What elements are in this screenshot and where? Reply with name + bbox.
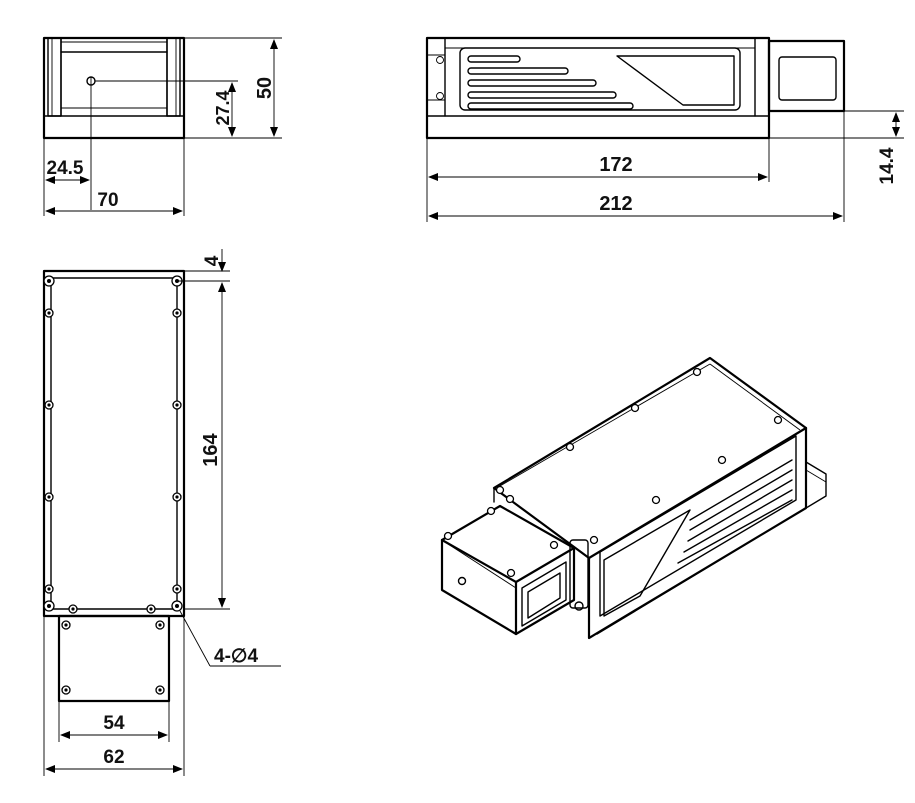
- screw-hole-icon: [44, 492, 54, 502]
- dimension-top-margin: 4: [202, 255, 223, 266]
- dimension-total-length: 212: [599, 193, 632, 215]
- top-view: [42, 269, 186, 703]
- dimension-top-length: 164: [200, 432, 222, 466]
- dimension-side-offset: 14.4: [877, 147, 898, 184]
- dimension-tail-outer-width: 62: [103, 747, 124, 768]
- dimension-hole-callout: 4-∅4: [214, 646, 258, 667]
- top-view-holes: [43, 275, 183, 695]
- port-hole-icon: [457, 576, 467, 586]
- mounting-hole-icon: [43, 600, 55, 612]
- screw-hole-icon: [155, 620, 165, 630]
- screw-hole-icon: [44, 308, 54, 318]
- isometric-view: [440, 356, 827, 640]
- mounting-hole-icon: [43, 275, 55, 287]
- screw-hole-icon: [172, 492, 182, 502]
- dimension-front-width: 70: [97, 190, 118, 211]
- dimension-front-offset-x: 24.5: [47, 158, 84, 179]
- side-view: [425, 36, 846, 140]
- screw-hole-icon: [68, 604, 78, 614]
- screw-hole-icon: [172, 308, 182, 318]
- dimension-front-offset-y: 27.4: [213, 90, 233, 125]
- screw-hole-icon: [44, 400, 54, 410]
- side-view-dimensions: [426, 110, 904, 222]
- isometric-screws: [443, 367, 783, 578]
- screw-hole-icon: [61, 685, 71, 695]
- front-view-dimensions: [43, 37, 282, 216]
- screw-hole-icon: [61, 620, 71, 630]
- top-view-dimensions: [43, 249, 281, 776]
- iso-vent-slots: [677, 459, 793, 564]
- dimension-front-height: 50: [254, 77, 276, 99]
- screw-hole-icon: [155, 685, 165, 695]
- screw-hole-icon: [146, 604, 156, 614]
- mounting-hole-icon: [171, 600, 183, 612]
- vent-slots: [467, 55, 634, 110]
- screw-hole-icon: [44, 584, 54, 594]
- screw-hole-icon: [172, 400, 182, 410]
- screw-hole-icon: [172, 584, 182, 594]
- front-view: [42, 36, 186, 140]
- dimension-tail-inner-width: 54: [103, 713, 125, 734]
- dimension-body-length: 172: [599, 154, 632, 176]
